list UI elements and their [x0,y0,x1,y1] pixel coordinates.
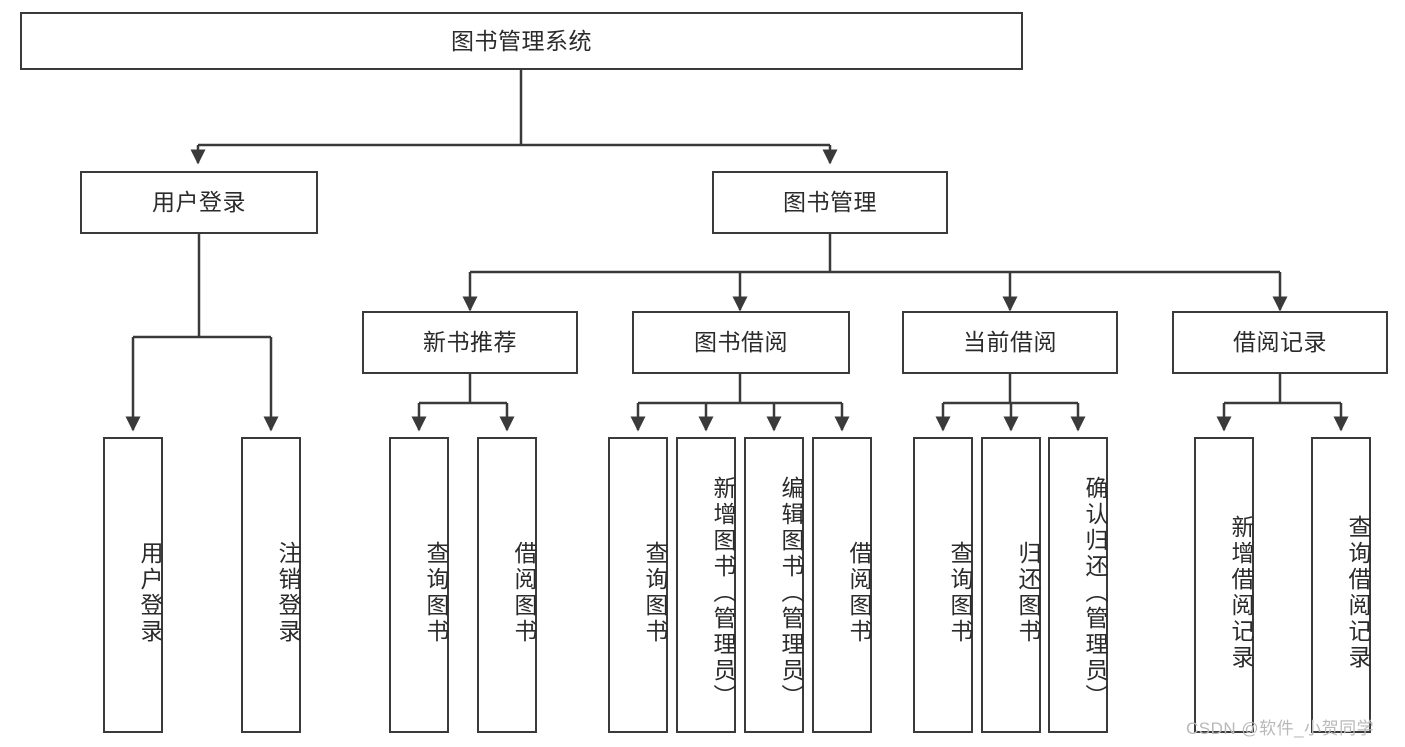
node-label: 图书借阅 [694,329,788,356]
node-label: 借阅图书 [511,541,537,645]
leaf-borrow-book[interactable]: 借阅图书 [812,437,872,733]
leaf-add-book[interactable]: 新增图书（管理员） [676,437,736,733]
node-label: 新增借阅记录 [1228,515,1254,671]
node-label: 注销登录 [275,541,301,645]
leaf-user-login[interactable]: 用户登录 [103,437,163,733]
leaf-query-book-borrow[interactable]: 查询图书 [608,437,668,733]
node-current-borrow[interactable]: 当前借阅 [902,311,1118,374]
node-label: 编辑图书（管理员） [778,476,804,710]
node-root-system[interactable]: 图书管理系统 [20,12,1023,70]
leaf-query-book-recommend[interactable]: 查询图书 [389,437,449,733]
node-label: 确认归还（管理员） [1082,476,1108,710]
node-label: 查询图书 [423,541,449,645]
node-label: 新书推荐 [423,329,517,356]
leaf-borrow-book-recommend[interactable]: 借阅图书 [477,437,537,733]
leaf-user-logout[interactable]: 注销登录 [241,437,301,733]
node-user-login[interactable]: 用户登录 [80,171,318,234]
node-label: 借阅图书 [846,541,872,645]
leaf-confirm-return[interactable]: 确认归还（管理员） [1048,437,1108,733]
node-borrow-record[interactable]: 借阅记录 [1172,311,1388,374]
leaf-edit-book[interactable]: 编辑图书（管理员） [744,437,804,733]
leaf-query-borrow-record[interactable]: 查询借阅记录 [1311,437,1371,733]
node-label: 查询借阅记录 [1345,515,1371,671]
node-label: 用户登录 [137,541,163,645]
node-label: 新增图书（管理员） [710,476,736,710]
node-book-borrow[interactable]: 图书借阅 [632,311,850,374]
node-label: 借阅记录 [1233,329,1327,356]
node-label: 图书管理系统 [451,27,592,54]
node-book-manage[interactable]: 图书管理 [712,171,948,234]
node-label: 图书管理 [783,189,877,216]
node-new-book-recommend[interactable]: 新书推荐 [362,311,578,374]
watermark-text: CSDN @软件_小贺同学 [1186,719,1375,738]
node-label: 查询图书 [947,541,973,645]
node-label: 当前借阅 [963,329,1057,356]
node-label: 归还图书 [1015,541,1041,645]
node-label: 查询图书 [642,541,668,645]
leaf-return-book[interactable]: 归还图书 [981,437,1041,733]
leaf-add-borrow-record[interactable]: 新增借阅记录 [1194,437,1254,733]
node-label: 用户登录 [152,189,246,216]
leaf-query-book-current[interactable]: 查询图书 [913,437,973,733]
